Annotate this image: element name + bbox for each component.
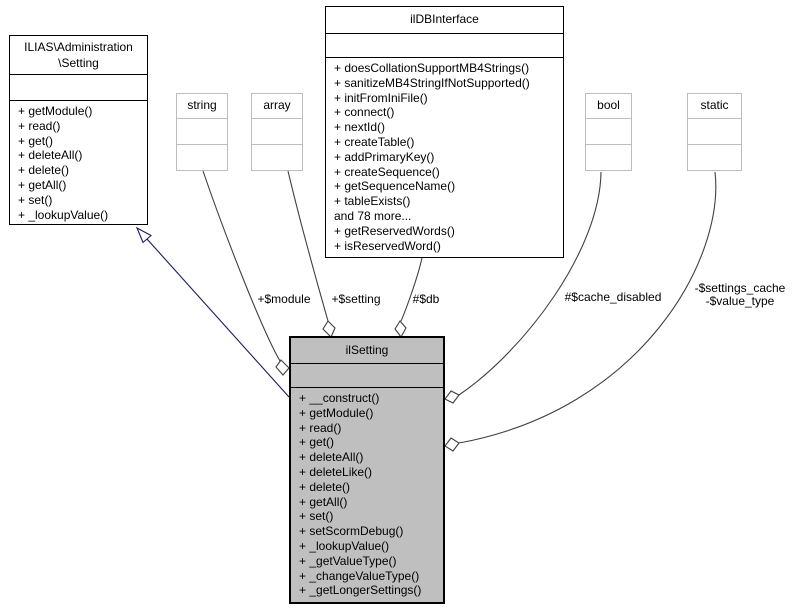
class-box-ilias-administration-setting[interactable]: ILIAS\Administration \Setting + getModul…: [9, 35, 148, 225]
member-row: + connect(): [334, 105, 395, 120]
class-title: ILIAS\Administration \Setting: [10, 36, 147, 74]
edge-inheritance: [146, 238, 290, 398]
member-row: + doesCollationSupportMB4Strings(): [334, 61, 530, 75]
member-row: + _getLongerSettings(): [299, 583, 422, 598]
type-title: array: [263, 98, 291, 112]
member-row: + getModule(): [18, 104, 93, 118]
attributes-compartment: [10, 74, 147, 100]
type-box-array: array: [251, 93, 303, 171]
aggregation-diamond-module-icon: [275, 359, 290, 376]
member-row: + read(): [299, 420, 342, 435]
type-title: string: [187, 98, 217, 112]
member-row: + getAll(): [18, 177, 67, 192]
attributes-compartment: [177, 118, 227, 144]
member-row: + setScormDebug(): [299, 524, 404, 539]
type-box-string: string: [176, 93, 228, 171]
aggregation-diamond-settings-cache-icon: [444, 437, 460, 452]
edge-label-settings-cache: -$settings_cache: [695, 281, 786, 295]
member-row: + tableExists(): [334, 194, 411, 209]
member-row: + delete(): [299, 479, 351, 494]
methods-compartment: [688, 144, 741, 145]
edge-module: [202, 170, 281, 362]
class-title-line: ILIAS\Administration: [24, 40, 133, 54]
member-row: + deleteAll(): [18, 148, 83, 163]
class-box-ildbinterface[interactable]: ilDBInterface + doesCollationSupportMB4S…: [325, 6, 564, 258]
class-title: ilDBInterface: [410, 12, 479, 26]
edge-label-value-type: -$value_type: [706, 294, 775, 308]
member-row: + getModule(): [299, 405, 374, 420]
attributes-compartment: [688, 118, 741, 144]
edge-setting: [287, 170, 329, 322]
member-row: + nextId(): [334, 120, 386, 135]
member-row: + createSequence(): [334, 164, 440, 179]
attributes-compartment: [326, 33, 563, 57]
member-row: + set(): [18, 192, 53, 207]
member-row: + get(): [18, 133, 54, 148]
edge-label-setting: +$setting: [331, 292, 380, 306]
methods-compartment: [252, 144, 302, 145]
member-row: + _lookupValue(): [18, 207, 109, 222]
attributes-compartment: [291, 363, 443, 387]
member-row: + getReservedWords(): [334, 223, 455, 238]
member-row: + initFromIniFile(): [334, 90, 428, 105]
methods-compartment: [586, 144, 631, 145]
member-row: + _getValueType(): [299, 553, 397, 568]
member-row: + deleteAll(): [299, 450, 364, 465]
type-title: static: [700, 98, 729, 112]
member-row: + __construct(): [299, 391, 380, 405]
member-row: + getSequenceName(): [334, 179, 456, 194]
member-row: + _changeValueType(): [299, 568, 420, 583]
edge-cache-disabled: [458, 171, 602, 396]
member-row: + addPrimaryKey(): [334, 149, 435, 164]
member-row: + createTable(): [334, 134, 415, 149]
methods-compartment: + getModule()+ read()+ get()+ deleteAll(…: [10, 100, 147, 222]
aggregation-diamond-db-icon: [394, 320, 407, 339]
member-row: + set(): [299, 509, 334, 524]
member-row: + delete(): [18, 163, 70, 178]
methods-compartment: + doesCollationSupportMB4Strings()+ sani…: [326, 57, 563, 253]
type-box-static: static: [687, 93, 742, 171]
inheritance-arrowhead-icon: [135, 226, 152, 244]
edge-label-db: #$db: [413, 292, 440, 306]
class-box-ilsetting[interactable]: ilSetting + __construct()+ getModule()+ …: [289, 336, 445, 604]
member-row: + getAll(): [299, 494, 348, 509]
aggregation-diamond-setting-icon: [322, 320, 336, 338]
type-box-bool: bool: [585, 93, 632, 171]
aggregation-diamond-cache-icon: [444, 390, 460, 404]
methods-compartment: [177, 144, 227, 145]
class-title-line: \Setting: [58, 56, 99, 70]
attributes-compartment: [586, 118, 631, 144]
edge-label-cache-disabled: #$cache_disabled: [565, 290, 662, 304]
class-title: ilSetting: [345, 343, 389, 357]
edge-db: [400, 257, 423, 322]
member-row: + sanitizeMB4StringIfNotSupported(): [334, 75, 530, 90]
member-row: + get(): [299, 435, 335, 450]
member-row: + read(): [18, 118, 61, 133]
member-row: + deleteLike(): [299, 464, 373, 479]
edge-label-module: +$module: [257, 292, 310, 306]
member-row: and 78 more...: [334, 208, 412, 223]
edge-settings-cache: [458, 171, 717, 444]
type-title: bool: [597, 98, 620, 112]
attributes-compartment: [252, 118, 302, 144]
member-row: + isReservedWord(): [334, 238, 441, 253]
methods-compartment: + __construct()+ getModule()+ read()+ ge…: [291, 387, 443, 598]
member-row: + _lookupValue(): [299, 538, 390, 553]
